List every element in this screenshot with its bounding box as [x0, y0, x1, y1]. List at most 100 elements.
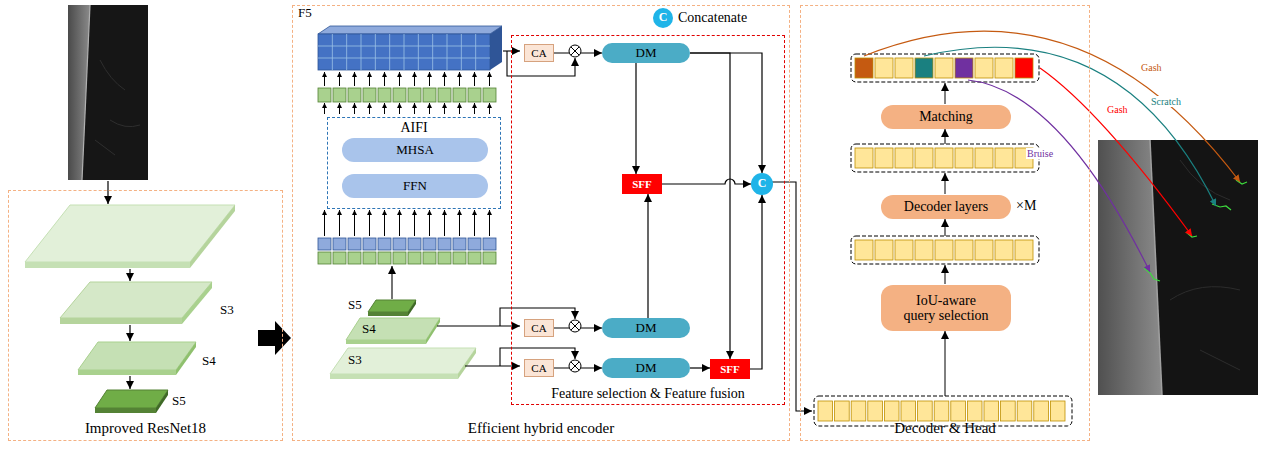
- ca-box: CA: [524, 359, 554, 377]
- node-text: CA: [531, 47, 546, 59]
- query-cell: [1015, 58, 1033, 78]
- feature-plane: [368, 312, 408, 316]
- multiply-symbol: [571, 47, 579, 55]
- feature-plane: [426, 318, 440, 344]
- flow-arrow: [129, 269, 130, 389]
- query-cell: [1015, 240, 1033, 260]
- feature-grid: [375, 34, 376, 70]
- token-cell: [423, 238, 436, 250]
- token-cell: [468, 252, 481, 264]
- token-cell: [453, 252, 466, 264]
- query-cell: [975, 58, 993, 78]
- feature-plane: [330, 348, 476, 374]
- token-arrow: [474, 72, 475, 86]
- decoder-step: IoU-aware query selection: [881, 285, 1011, 331]
- node-text: Concatenate: [678, 10, 747, 25]
- query-row: [851, 236, 1039, 264]
- token-arrow: [474, 210, 475, 236]
- token-cell: [408, 88, 421, 102]
- dm-module: DM: [602, 318, 690, 338]
- token-arrow: [489, 103, 490, 114]
- flow-arrow: [129, 325, 130, 341]
- node-text: SFF: [632, 178, 652, 190]
- backbone-stage: [25, 262, 190, 268]
- output-image: [1144, 180, 1247, 281]
- flow-arrow: [945, 219, 946, 236]
- feature-plane: [346, 318, 440, 340]
- token-cell: [483, 88, 496, 102]
- token-arrow: [474, 103, 475, 114]
- token-cell: [348, 252, 361, 264]
- backbone-stage: [25, 205, 235, 262]
- class-arrow: [864, 31, 1240, 272]
- feature-label: S4: [362, 322, 376, 336]
- query-cell: [875, 58, 893, 78]
- token-arrow: [429, 72, 430, 86]
- node-text: C: [758, 177, 767, 190]
- feature-plane: [458, 348, 476, 379]
- feature-label: S3: [220, 303, 234, 317]
- query-cell: [915, 240, 933, 260]
- output-image: [1098, 140, 1162, 395]
- token-cell: [438, 88, 451, 102]
- token-cell: [438, 252, 451, 264]
- token-cell: [378, 88, 391, 102]
- output-image: [1170, 160, 1240, 370]
- legend-item: CConcatenate: [653, 6, 765, 30]
- multiply-symbol: [569, 360, 581, 372]
- feature-plane: [346, 340, 426, 344]
- token-arrow: [429, 103, 430, 114]
- backbone-stage: [60, 318, 182, 324]
- input-image: [68, 5, 90, 180]
- feature-grid: [404, 34, 405, 70]
- token-cell: [393, 238, 406, 250]
- panel-frame: Improved ResNet18: [8, 190, 283, 441]
- token-cell: [453, 88, 466, 102]
- feature-grid: [418, 34, 419, 70]
- sff-box: SFF: [710, 359, 750, 379]
- token-cell: [468, 88, 481, 102]
- feature-label: S5: [172, 394, 186, 408]
- token-cell: [483, 238, 496, 250]
- backbone-stage: [156, 390, 168, 413]
- token-arrow: [324, 72, 325, 86]
- backbone-stage: [25, 205, 235, 413]
- token-cell: [453, 238, 466, 250]
- feature-plane: [408, 300, 416, 316]
- connector: [647, 194, 648, 318]
- node-text: CA: [531, 362, 546, 374]
- query-cell: [855, 148, 873, 168]
- token-cell: [423, 252, 436, 264]
- connector: [635, 63, 636, 174]
- query-cell: [1001, 401, 1016, 421]
- output-image: [1098, 140, 1258, 395]
- aifi-block: AIFIMHSAFFN: [327, 117, 501, 209]
- token-cell: [363, 88, 376, 102]
- query-cell: [918, 401, 933, 421]
- query-cell: [1034, 401, 1049, 421]
- input-image: [95, 60, 140, 155]
- feature-grid: [318, 58, 490, 59]
- input-wire: [771, 182, 812, 411]
- decoder-step: Matching: [881, 105, 1011, 129]
- token-arrow: [384, 103, 385, 114]
- node-text: IoU-aware query selection: [901, 293, 991, 324]
- panel-title: Improved ResNet18: [85, 420, 206, 437]
- backbone-stage: [78, 342, 196, 370]
- token-arrow: [489, 72, 490, 86]
- token-arrow: [324, 210, 325, 236]
- query-cell: [984, 401, 999, 421]
- token-cell: [378, 238, 391, 250]
- connector: [690, 53, 730, 359]
- multiply-symbol: [571, 362, 579, 370]
- query-cell: [901, 401, 916, 421]
- backbone-stage: [95, 390, 168, 408]
- feature-map: [318, 34, 490, 70]
- query-row: [851, 144, 1039, 172]
- backbone-stage: [95, 408, 156, 413]
- output-image: [1150, 140, 1162, 395]
